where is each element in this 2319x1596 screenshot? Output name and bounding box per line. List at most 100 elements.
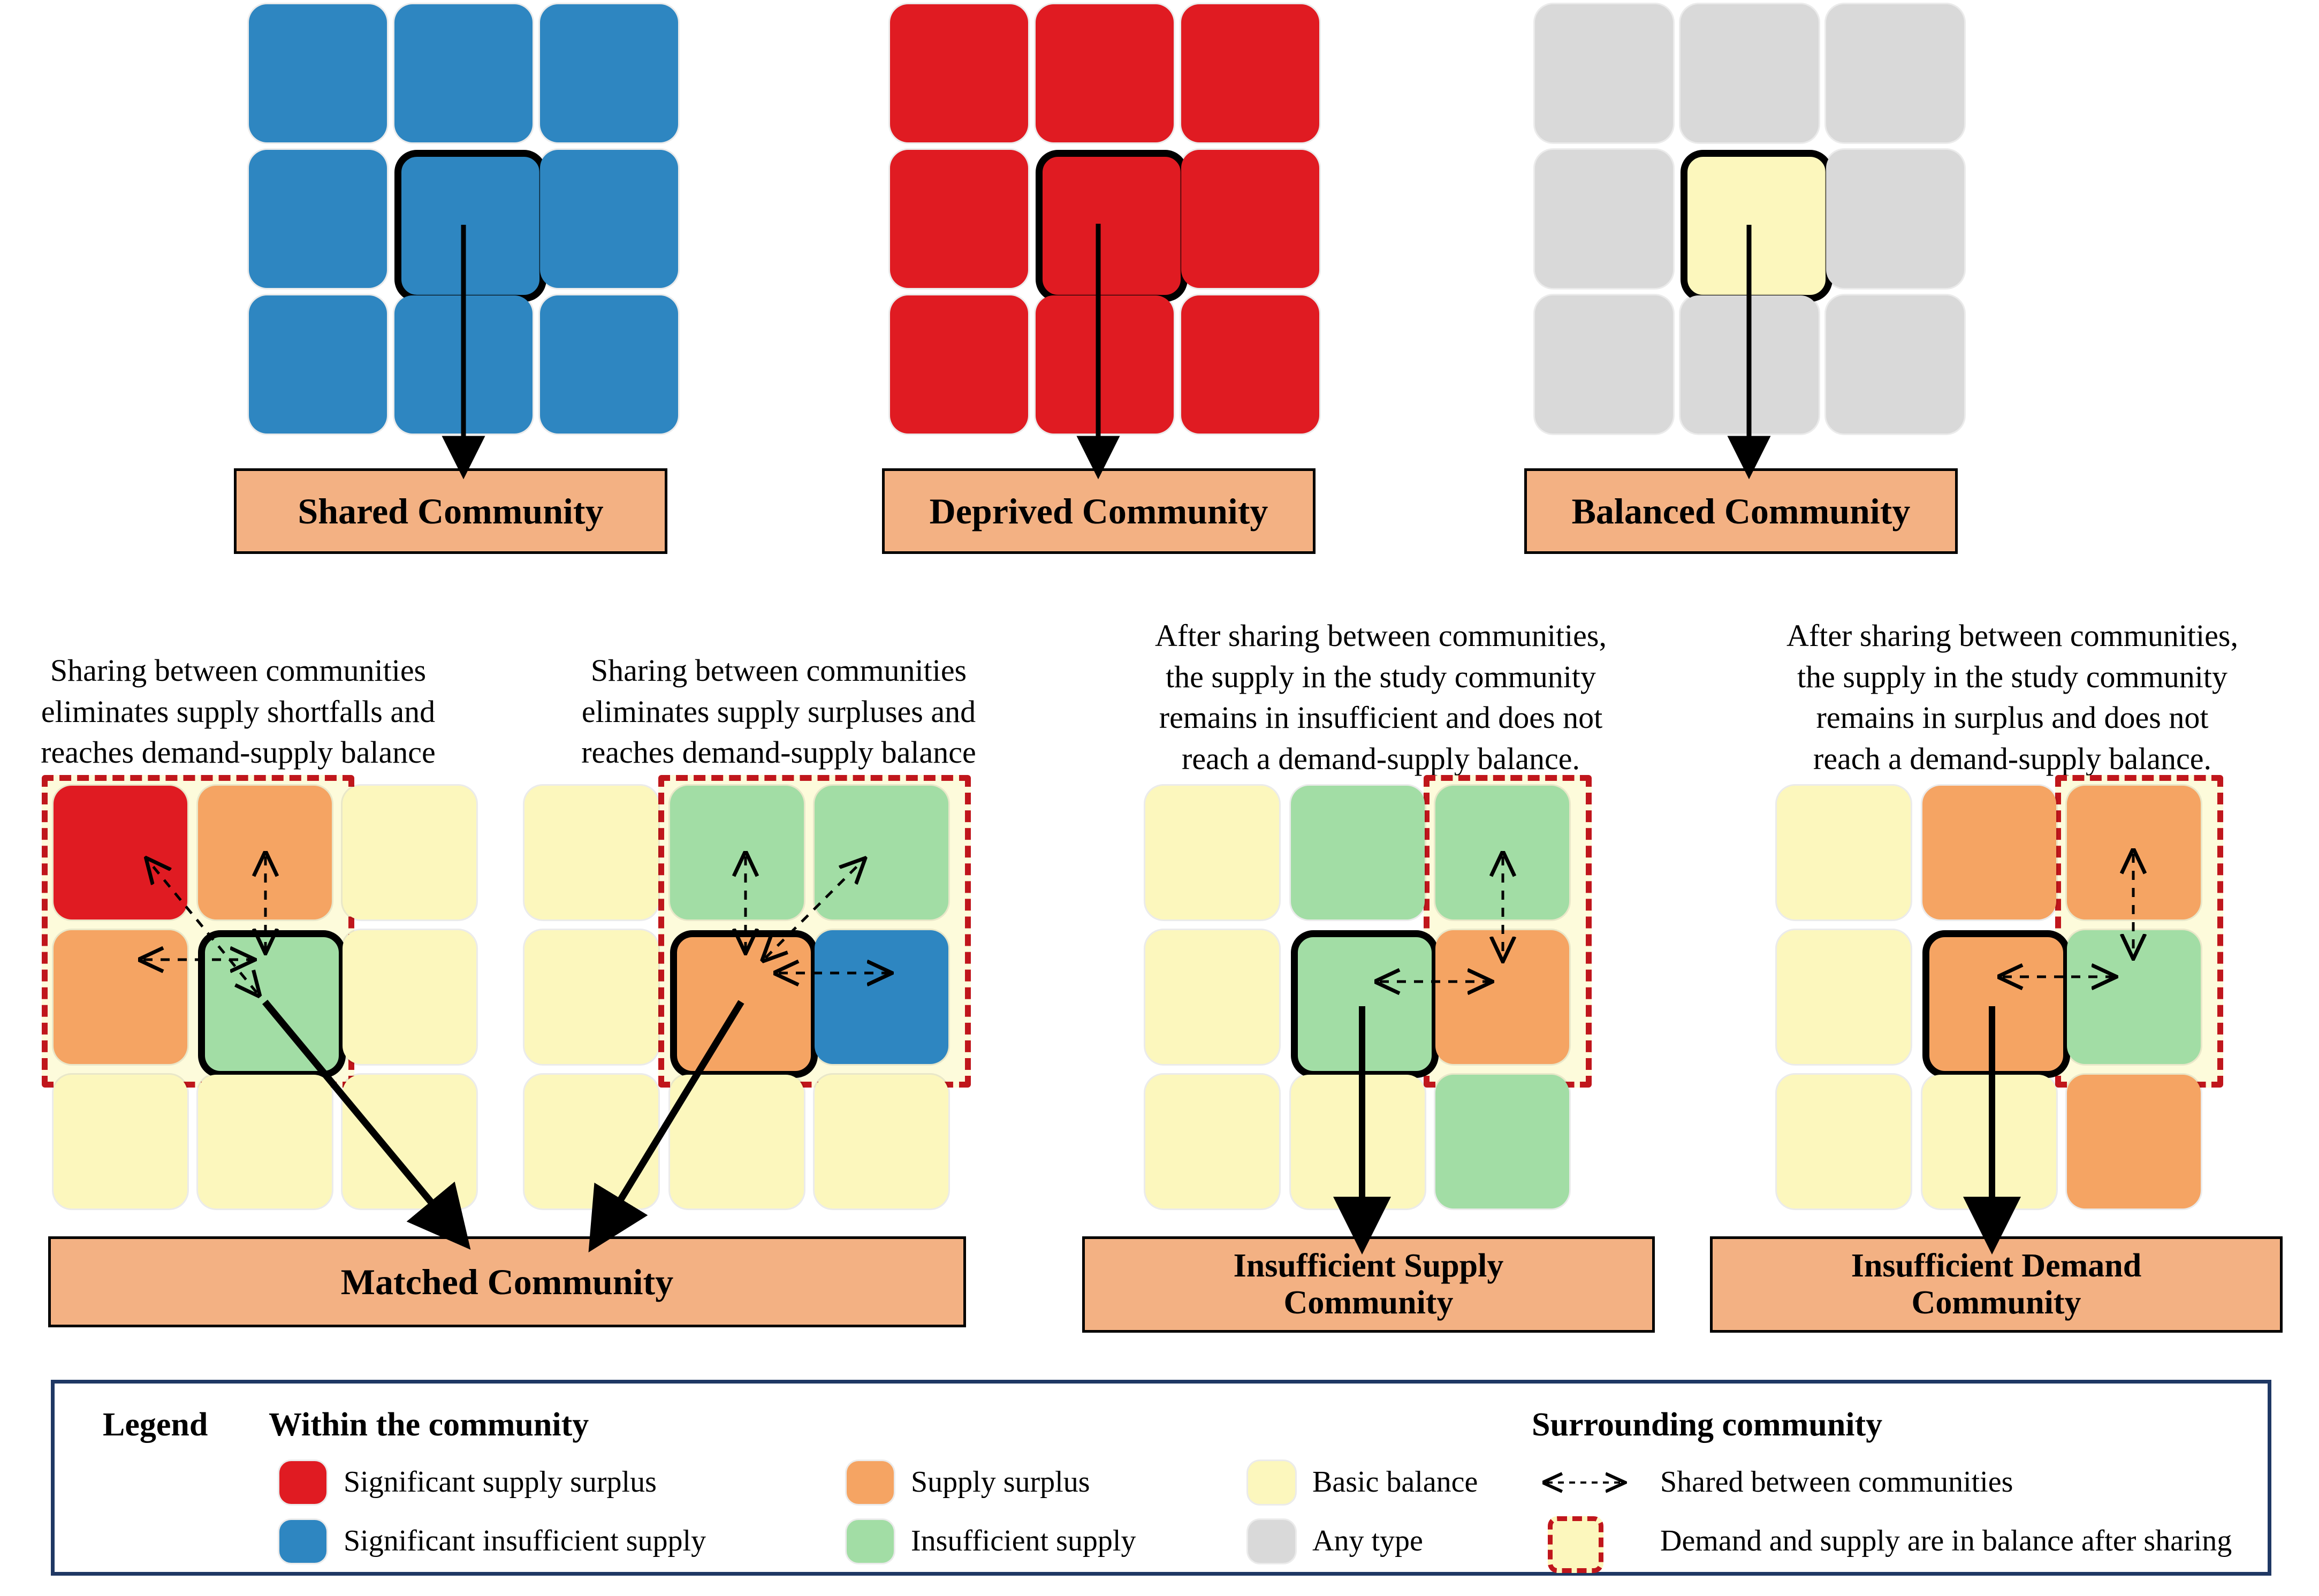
grid-cell [1681,4,1819,142]
caption-line: remains in insufficient and does not [1159,700,1603,735]
grid-cell-focus [670,930,818,1078]
grid-cell [1435,930,1569,1064]
caption-line: remains in surplus and does not [1816,700,2209,735]
grid-cell-focus [1036,150,1188,302]
grid-cell [198,786,332,919]
legend-label-any-type: Any type [1312,1524,1423,1557]
caption-line: reaches demand-supply balance [581,735,976,770]
grid-cell [1535,295,1673,434]
caption-line: reaches demand-supply balance [41,735,436,770]
legend-swatch-any-type [1248,1520,1295,1563]
grid-cell [1826,4,1964,142]
label-box-insufficient-supply-community: Insufficient Supply Community [1082,1236,1655,1333]
grid-cell [1036,295,1174,434]
caption-matched-left: Sharing between communities eliminates s… [5,650,471,773]
grid-cell [1435,1075,1569,1209]
caption-insufficient-demand: After sharing between communities, the s… [1761,615,2264,779]
grid-cell [890,295,1028,434]
grid-cell [54,786,187,919]
label-box-insufficient-demand-community: Insufficient Demand Community [1710,1236,2283,1333]
grid-cell [1681,295,1819,434]
grid-cell-focus [1922,930,2070,1078]
grid-cell [1145,786,1279,919]
grid-cell [1826,295,1964,434]
caption-line: After sharing between communities, [1786,618,2238,653]
grid-cell [2067,786,2201,919]
legend-label-basic-balance: Basic balance [1312,1465,1478,1499]
legend-title: Legend [103,1407,208,1443]
grid-cell [1291,1075,1425,1209]
grid-cell [2067,930,2201,1064]
legend-label-shared-between-communities: Shared between communities [1660,1465,2013,1499]
grid-cell [1922,786,2056,919]
legend-swatch-significant-insufficient-supply [279,1520,326,1563]
grid-cell [1145,930,1279,1064]
grid-cell [54,1075,187,1209]
caption-line: eliminates supply surpluses and [581,694,976,729]
grid-cell [1777,1075,1911,1209]
legend-panel: Legend Within the community Surrounding … [51,1380,2271,1576]
dashed-red-box-icon [1548,1516,1603,1573]
grid-cell [2067,1075,2201,1209]
grid-cell [815,786,948,919]
grid-cell [1036,4,1174,142]
label-line: Insufficient Supply [1233,1247,1504,1284]
grid-cell [1535,150,1673,288]
caption-line: Sharing between communities [590,653,967,688]
grid-cell [815,930,948,1064]
grid-cell [1181,150,1319,288]
grid-cell [1777,786,1911,919]
label-box-deprived-community: Deprived Community [882,468,1316,554]
label-box-balanced-community: Balanced Community [1524,468,1958,554]
caption-matched-right: Sharing between communities eliminates s… [546,650,1012,773]
grid-cell [249,295,387,434]
grid-cell [343,1075,476,1209]
legend-group-right-title: Surrounding community [1532,1407,1883,1443]
grid-cell [394,295,533,434]
grid-cell [815,1075,948,1209]
caption-line: the supply in the study community [1797,659,2227,694]
double-arrow-dashed-icon [1537,1469,1633,1496]
grid-cell [1181,295,1319,434]
caption-line: the supply in the study community [1166,659,1596,694]
grid-cell-focus [198,930,346,1078]
grid-cell [670,1075,804,1209]
legend-label-insufficient-supply: Insufficient supply [911,1524,1136,1557]
grid-cell [1435,786,1569,919]
grid-cell [540,4,678,142]
legend-swatch-insufficient-supply [847,1520,894,1563]
grid-cell [1777,930,1911,1064]
grid-cell [524,1075,658,1209]
grid-cell [890,150,1028,288]
grid-cell [1291,786,1425,919]
grid-cell [540,150,678,288]
label-line: Insufficient Demand [1851,1247,2142,1284]
grid-cell [198,1075,332,1209]
caption-line: reach a demand-supply balance. [1182,741,1580,776]
grid-cell [54,930,187,1064]
grid-cell [1145,1075,1279,1209]
grid-cell-focus [1681,150,1833,302]
grid-cell-focus [1291,930,1439,1078]
label-line: Community [1283,1285,1454,1321]
grid-cell-focus [394,150,546,302]
legend-label-significant-insufficient-supply: Significant insufficient supply [344,1524,706,1557]
legend-swatch-significant-supply-surplus [279,1461,326,1504]
grid-cell [524,930,658,1064]
caption-line: Sharing between communities [50,653,427,688]
legend-label-significant-supply-surplus: Significant supply surplus [344,1465,657,1499]
label-box-shared-community: Shared Community [234,468,667,554]
grid-cell [1922,1075,2056,1209]
label-line: Community [1911,1285,2081,1321]
legend-group-left-title: Within the community [269,1407,589,1443]
grid-cell [670,786,804,919]
legend-label-supply-surplus: Supply surplus [911,1465,1090,1499]
grid-cell [1826,150,1964,288]
grid-cell [890,4,1028,142]
legend-label-demand-supply-balance-after-sharing: Demand and supply are in balance after s… [1660,1524,2232,1557]
grid-cell [1535,4,1673,142]
grid-cell [343,786,476,919]
caption-line: After sharing between communities, [1155,618,1607,653]
grid-cell [343,930,476,1064]
